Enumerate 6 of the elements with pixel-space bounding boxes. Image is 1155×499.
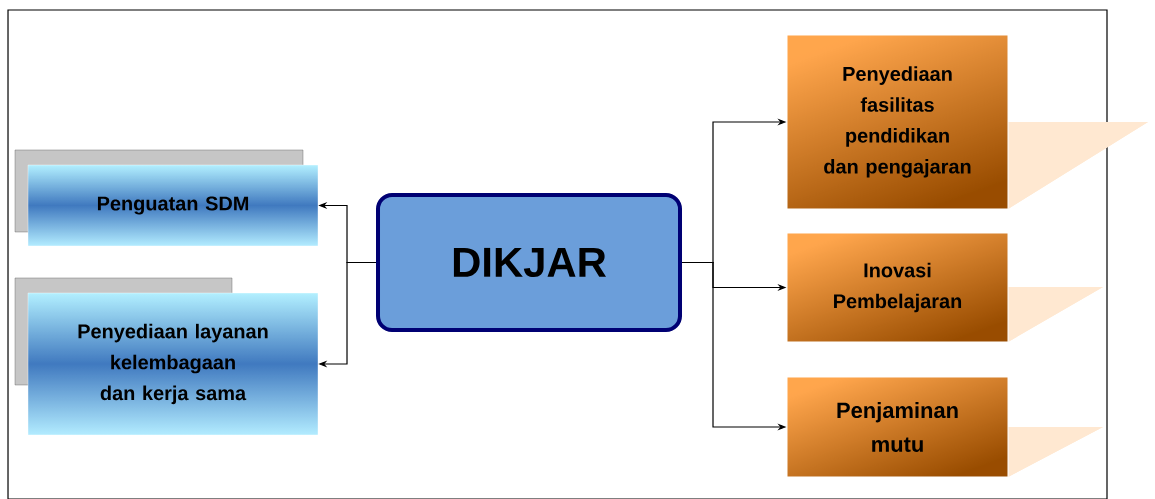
process-box: Inovasi Pembelajaran (786, 232, 1009, 343)
process-box: Penyediaan layanan kelembagaan dan kerja sama (27, 292, 319, 436)
process-box: Penyediaan fasilitas pendidikan dan pengajaran (786, 34, 1009, 210)
central-box: DIKJAR (376, 193, 682, 332)
process-box: Penjaminan mutu (786, 376, 1009, 478)
process-box: Penguatan SDM (27, 164, 319, 247)
